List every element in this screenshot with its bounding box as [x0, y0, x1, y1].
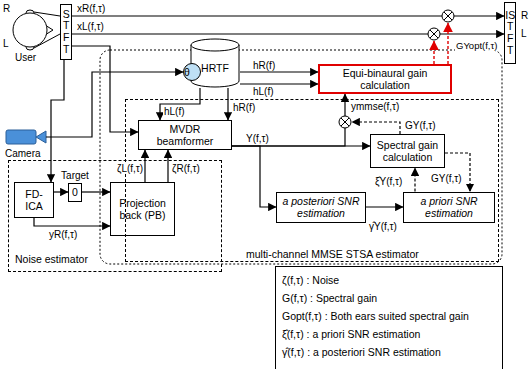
node-text-wrap: a posteriori SNR estimation	[277, 195, 365, 219]
edge-label: hR(f)	[232, 102, 256, 113]
connector	[227, 88, 228, 120]
outer-dashed-region	[100, 50, 502, 264]
node-text: a posteriori SNR estimation	[280, 195, 362, 219]
signal-label: Camera	[4, 148, 42, 159]
node-heading: Target	[61, 170, 89, 181]
node-text-wrap: Projection back (PB)	[111, 197, 174, 221]
signal-label: User	[14, 52, 37, 63]
node-text-wrap: STFT	[61, 9, 71, 55]
process-box: Equi-binaural gain calculation	[318, 64, 452, 94]
process-box: Projection back (PB)	[110, 182, 175, 236]
angle-circle: θ	[183, 63, 201, 81]
group-region: Noise estimatorFD-ICATarget0Projection b…	[8, 160, 222, 272]
node-text: Equi-binaural gain calculation	[323, 67, 447, 91]
legend-line: Gopt(f,τ) : Both ears suited spectral ga…	[282, 307, 496, 325]
node-text: MVDR beamformer	[142, 123, 228, 147]
node-text: θ	[184, 66, 200, 78]
edge-label: GY(f,τ)	[430, 173, 463, 184]
node-text-wrap: FD-ICA	[15, 188, 53, 212]
node-text: ISTFT	[505, 10, 516, 56]
edge-label: ξ̂Y(f,τ)	[374, 176, 403, 187]
process-box: Target0	[68, 183, 82, 202]
signal-label: R	[520, 10, 529, 21]
node-text: Projection back (PB)	[114, 197, 171, 221]
connector	[240, 71, 318, 72]
ear-wire	[34, 34, 60, 48]
node-text-wrap: a priori SNR estimation	[404, 195, 494, 219]
connector	[51, 60, 64, 182]
node-text-wrap: Equi-binaural gain calculation	[320, 67, 450, 91]
connector	[82, 191, 110, 192]
signal-label: xR(f,τ)	[76, 3, 106, 14]
database-cylinder: HRTF	[190, 38, 240, 88]
group-label: multi-channel MMSE STSA estimator	[246, 248, 419, 260]
node-text: Spectral gain calculation	[374, 139, 441, 163]
gain-wire-red	[447, 23, 448, 64]
connector	[54, 191, 68, 192]
node-text: STFT	[61, 9, 72, 55]
connector	[167, 150, 168, 182]
edge-label: Y(f,τ)	[245, 133, 270, 144]
edge-label: ζL(f,τ)	[116, 163, 144, 174]
signal-label: GY(f,τ)	[404, 120, 437, 131]
legend-line: γ̂(f,τ) : a posteriori SNR estimation	[282, 343, 496, 361]
connector	[366, 206, 403, 207]
signal-label: GYopt(f,τ)	[455, 40, 498, 51]
connector	[72, 15, 504, 16]
signal-label: L	[2, 38, 10, 49]
legend-box: ζ(f,τ) : NoiseG(f,τ) : Spectral gainGopt…	[275, 266, 503, 369]
legend-text-wrap: ζ(f,τ) : NoiseG(f,τ) : Spectral gainGopt…	[276, 267, 502, 365]
cylinder-top	[191, 39, 239, 51]
node-text: a priori SNR estimation	[407, 195, 491, 219]
edge-label: yR(f,τ)	[48, 229, 78, 240]
edge-label: hL(f)	[252, 86, 275, 97]
connector	[232, 94, 345, 146]
edge-label: γ̂Y(f,τ)	[368, 221, 398, 232]
camera-icon	[6, 130, 46, 144]
user-head	[13, 10, 53, 50]
edge-label: hR(f)	[252, 60, 276, 71]
gain-wire	[352, 122, 400, 134]
connector	[160, 88, 200, 120]
node-text-wrap: θ	[184, 66, 200, 78]
node-text: 0	[69, 186, 81, 198]
node-text: FD-ICA	[18, 188, 50, 212]
gain-wire-red	[433, 41, 434, 64]
connector	[144, 150, 145, 182]
group-label: Noise estimator	[15, 253, 88, 265]
node-text-wrap: ISTFT	[505, 10, 515, 56]
legend-line: ξ̂(f,τ) : a priori SNR estimation	[282, 325, 496, 343]
signal-label: xL(f,τ)	[76, 21, 105, 32]
ear-wire	[34, 12, 60, 16]
connector	[414, 168, 415, 192]
edge-label: ζR(f,τ)	[171, 163, 201, 174]
signal-label: R	[2, 3, 11, 14]
node-text-wrap: MVDR beamformer	[139, 123, 231, 147]
process-box: STFT	[60, 4, 72, 60]
process-box: a priori SNR estimation	[403, 192, 495, 223]
process-box: a posteriori SNR estimation	[276, 192, 366, 223]
edge-label: hL(f)	[163, 106, 186, 117]
connector	[72, 46, 138, 132]
connector	[240, 83, 318, 84]
legend-line: ζ(f,τ) : Noise	[282, 271, 496, 289]
signal-label: L	[520, 28, 528, 39]
node-text-wrap: 0	[69, 186, 81, 198]
process-box: ISTFT	[504, 2, 516, 64]
node-text-wrap: Spectral gain calculation	[371, 139, 444, 163]
legend-line: G(f,τ) : Spectral gain	[282, 289, 496, 307]
connector	[232, 146, 276, 207]
edge-label: ymmse(f,τ)	[350, 101, 400, 112]
process-box: FD-ICA	[14, 182, 54, 218]
process-box: Spectral gain calculation	[370, 134, 445, 168]
process-box: MVDR beamformer	[138, 120, 232, 150]
connector	[34, 218, 110, 226]
